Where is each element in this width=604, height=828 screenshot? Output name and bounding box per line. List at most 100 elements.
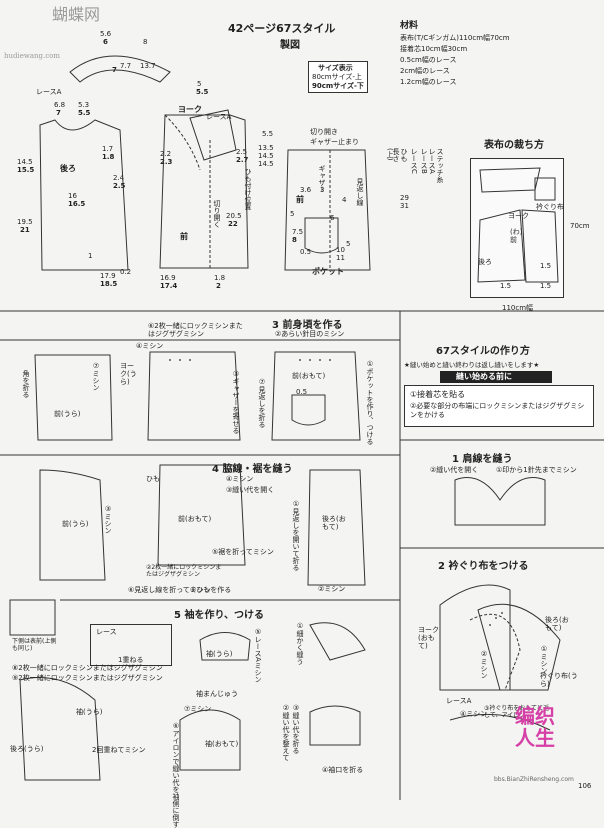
size-legend-box	[308, 61, 368, 93]
page-title: 42ページ67スタイル	[228, 22, 336, 35]
num-55: 5.5	[78, 109, 91, 117]
watermark-cn: 蝴蝶网	[52, 5, 101, 24]
num-137: 13.7	[140, 62, 156, 70]
num-3: 3	[320, 186, 325, 194]
section-2-lace: レースA	[446, 697, 472, 705]
num-27: 2.7	[236, 156, 249, 164]
num-17: 1.7	[102, 145, 114, 153]
size-legend-line1: 80cmサイズ-上	[312, 73, 362, 81]
num-25b: 2.5	[236, 148, 248, 156]
num-75: 7.5	[292, 228, 304, 236]
materials-title: 材料	[400, 21, 419, 31]
num-18: 1.8	[102, 153, 115, 161]
site-logo-cn: 编织人生	[515, 704, 555, 750]
draft-facing-line: 見返し線	[356, 178, 364, 206]
section-2-iron: ③衿ぐり布をおもてに返して、アイロン	[484, 705, 550, 719]
num-5: 5	[197, 80, 202, 88]
num-18b: 1.8	[214, 274, 226, 282]
num-6: 6	[103, 38, 108, 46]
section-3-yoke: ヨーク(うら)	[120, 362, 137, 386]
num-25: 2.5	[113, 182, 126, 190]
section-4-open: ③縫い代を開く	[226, 486, 275, 494]
num-165: 16.5	[68, 200, 86, 208]
section-4-facing-fold: ①見返しを開いて折る	[292, 500, 300, 571]
section-3-front-2: 前(うら)	[54, 410, 81, 418]
num-7b: 7	[56, 109, 61, 117]
cutting-label-back: 後ろ	[478, 258, 492, 266]
spec-29: 29	[400, 194, 409, 202]
spec-upper: (上)	[386, 148, 394, 161]
cutting-label-collar: 衿ぐり布	[536, 203, 564, 211]
cutting-height: 70cm	[570, 222, 590, 230]
size-legend-title: サイズ表示	[318, 64, 353, 72]
section-4-facing: ⑥見返し線を折ってミシン	[128, 586, 211, 594]
section-5-seam-7: ⑦ミシン	[184, 705, 212, 713]
num-155: 15.5	[17, 166, 35, 174]
num-77: 7.7	[120, 62, 132, 70]
cutting-num-b: 1.5	[540, 282, 552, 290]
section-1-step-a: ②縫い代を開く	[430, 466, 479, 474]
spec-stitch: ステッチ糸	[436, 148, 444, 183]
site-logo-en: bbs.BianZhiRensheng.com	[494, 776, 574, 783]
section-5-back-inside: 後ろ(うら)	[10, 745, 44, 753]
section-4-front: 前(おもて)	[178, 515, 212, 523]
spec-31: 31	[400, 202, 409, 210]
cutting-label-yoke: ヨーク	[508, 212, 529, 220]
num-1: 1	[88, 252, 93, 260]
cutting-title: 表布の裁ち方	[484, 140, 544, 151]
num-16: 16	[68, 192, 77, 200]
materials-line-1: 表布(T/Cギンガム)110cm幅70cm	[400, 34, 510, 42]
style-panel-subbar	[440, 371, 552, 383]
num-10: 10	[336, 246, 345, 254]
num-179: 17.9	[100, 272, 116, 280]
section-2-yoke: ヨーク(おもて)	[418, 626, 439, 650]
cutting-label-front: 前	[510, 236, 517, 244]
section-5-lace: レース	[96, 628, 117, 636]
section-4-overlock: ②2枚一緒にロックミシンまたはジグザグミシン	[146, 564, 222, 578]
num-22b: 22	[228, 220, 238, 228]
draft-lace-a-top: レースA	[36, 88, 62, 96]
num-8b: 8	[292, 236, 297, 244]
draft-back: 後ろ	[60, 164, 76, 173]
section-2-seam-1: ①ミシン	[540, 645, 548, 674]
section-5-title: 5 袖を作り、つける	[174, 610, 265, 621]
section-3-item-7: ⑦見返しを折る	[258, 378, 266, 428]
section-2-collar: 衿ぐり布(うら)	[540, 672, 578, 688]
cutting-label-fold: (わ)	[510, 228, 523, 236]
num-4: 4	[342, 196, 347, 204]
section-5-adjust: ②縫い代を整えて	[282, 704, 290, 761]
page-number: 106	[578, 782, 592, 790]
section-5-double: 2回重ねてミシン	[92, 746, 146, 754]
section-5-sleeve-inside: 袖(うら)	[76, 708, 103, 716]
section-3-05: 0.5	[296, 388, 308, 396]
section-2-seam-4: ④ミシン	[460, 710, 488, 718]
section-4-string: ひも	[146, 475, 160, 483]
section-2-back: 後ろ(おもて)	[545, 616, 569, 632]
spec-length: 長さ	[392, 148, 400, 162]
section-5-sleeve-front: 袖(おもて)	[205, 740, 239, 748]
num-56: 5.6	[100, 30, 112, 38]
section-2-seam-2: ②ミシン	[480, 650, 488, 679]
section-4-make-string: ①ひもを作る	[190, 586, 232, 594]
style-panel-step-2a: ②必要な部分の布端にロックミシンまたはジグザグミシンをかける	[410, 402, 585, 419]
section-4-seam-3: ③ミシン	[104, 505, 112, 534]
num-68: 6.8	[54, 101, 66, 109]
section-3-item-1: ①ポケットを作り、つける	[366, 360, 374, 445]
section-5-overlock-9: ⑨2枚一緒にロックミシンまたはジグザグミシン	[12, 674, 163, 682]
section-5-iron: ⑥アイロンで縫い代を袖側に倒す	[172, 722, 180, 828]
section-3-title: 3 前身頃を作る	[272, 320, 343, 331]
section-5-lace-box	[90, 624, 172, 666]
section-4-note: 下側は表前(上側も同じ)	[12, 638, 57, 652]
num-11: 11	[336, 254, 345, 262]
drafting-subtitle: 製図	[280, 40, 300, 51]
section-3-corner: 角を折る	[22, 370, 30, 398]
section-3-item-2: ②あらい針目のミシン	[275, 330, 345, 338]
section-5-fold: ③縫い代を折る	[292, 704, 300, 754]
spec-lace-c: レースC	[410, 148, 418, 174]
section-5-fine: ①細かく縫う	[296, 622, 304, 665]
num-5d: 5	[290, 210, 295, 218]
style-panel-title: 67スタイルの作り方	[436, 346, 530, 357]
spec-string: ひも	[400, 148, 408, 162]
materials-line-2: 接着芯10cm幅30cm	[400, 45, 468, 53]
cutting-num-c: 1.5	[500, 282, 512, 290]
